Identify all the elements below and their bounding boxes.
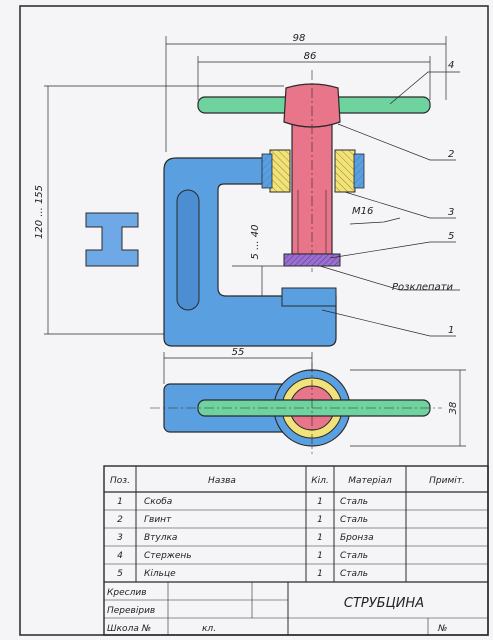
callout-note-rivet: Розклепати bbox=[392, 282, 454, 293]
table-row: 3 Втулка 1 Бронза bbox=[117, 533, 373, 543]
dim-thread: M16 bbox=[352, 206, 373, 217]
frame-slot bbox=[176, 189, 200, 311]
row-name: Скоба bbox=[144, 497, 172, 507]
header-qty: Кіл. bbox=[311, 476, 329, 486]
title-block-checked: Перевірив bbox=[107, 606, 155, 616]
row-pos: 3 bbox=[117, 533, 123, 543]
ring-washer bbox=[283, 253, 341, 267]
callout-3: 3 bbox=[448, 207, 454, 218]
row-pos: 4 bbox=[117, 551, 123, 561]
row-qty: 1 bbox=[317, 515, 323, 525]
dim-ring-diameter: 38 bbox=[448, 402, 459, 415]
dim-height-range: 120 ... 155 bbox=[34, 185, 45, 239]
table-row: 2 Гвинт 1 Сталь bbox=[117, 515, 368, 525]
table-row: 5 Кільце 1 Сталь bbox=[117, 569, 368, 579]
bushing-right bbox=[334, 149, 356, 193]
header-name: Назва bbox=[208, 476, 236, 486]
row-pos: 1 bbox=[117, 497, 123, 507]
row-material: Бронза bbox=[340, 533, 374, 543]
frame-hatch-left bbox=[261, 153, 273, 189]
row-material: Сталь bbox=[340, 569, 368, 579]
callout-leaders bbox=[319, 71, 460, 337]
frame-cross-section bbox=[85, 212, 139, 267]
row-qty: 1 bbox=[317, 551, 323, 561]
dim-overall-width: 98 bbox=[293, 33, 306, 44]
header-pos: Поз. bbox=[110, 476, 130, 486]
row-name: Кільце bbox=[144, 569, 176, 579]
row-material: Сталь bbox=[340, 515, 368, 525]
callout-5: 5 bbox=[448, 231, 454, 242]
row-pos: 2 bbox=[117, 515, 123, 525]
drawing-title: СТРУБЦИНА bbox=[344, 596, 424, 611]
parts-table-grid bbox=[103, 465, 489, 636]
table-row: 4 Стержень 1 Сталь bbox=[117, 551, 368, 561]
callout-2: 2 bbox=[448, 149, 454, 160]
row-name: Втулка bbox=[144, 533, 177, 543]
row-name: Стержень bbox=[144, 551, 192, 561]
clamp-foot bbox=[281, 287, 337, 307]
front-view bbox=[163, 70, 431, 347]
header-note: Приміт. bbox=[429, 476, 465, 486]
row-name: Гвинт bbox=[144, 515, 172, 525]
title-block-school: Школа № bbox=[107, 624, 151, 634]
row-qty: 1 bbox=[317, 569, 323, 579]
header-material: Матеріал bbox=[348, 476, 392, 486]
frame-hatch-right bbox=[353, 153, 365, 189]
bushing-left bbox=[269, 149, 291, 193]
title-block-drew: Креслив bbox=[107, 588, 147, 598]
front-dimensions bbox=[44, 36, 447, 335]
row-material: Сталь bbox=[340, 497, 368, 507]
callout-4: 4 bbox=[448, 60, 454, 71]
dim-gap-range: 5 ... 40 bbox=[250, 225, 261, 260]
row-material: Сталь bbox=[340, 551, 368, 561]
dim-base-length: 55 bbox=[232, 347, 245, 358]
title-block-class: кл. bbox=[202, 624, 216, 634]
row-qty: 1 bbox=[317, 533, 323, 543]
top-dimensions bbox=[163, 352, 466, 447]
table-row: 1 Скоба 1 Сталь bbox=[117, 497, 368, 507]
row-pos: 5 bbox=[117, 569, 123, 579]
screw-head bbox=[283, 83, 341, 128]
top-view bbox=[150, 362, 442, 454]
callout-1: 1 bbox=[448, 325, 454, 336]
row-qty: 1 bbox=[317, 497, 323, 507]
title-block-number: № bbox=[437, 624, 447, 634]
dim-handle-width: 86 bbox=[304, 51, 317, 62]
